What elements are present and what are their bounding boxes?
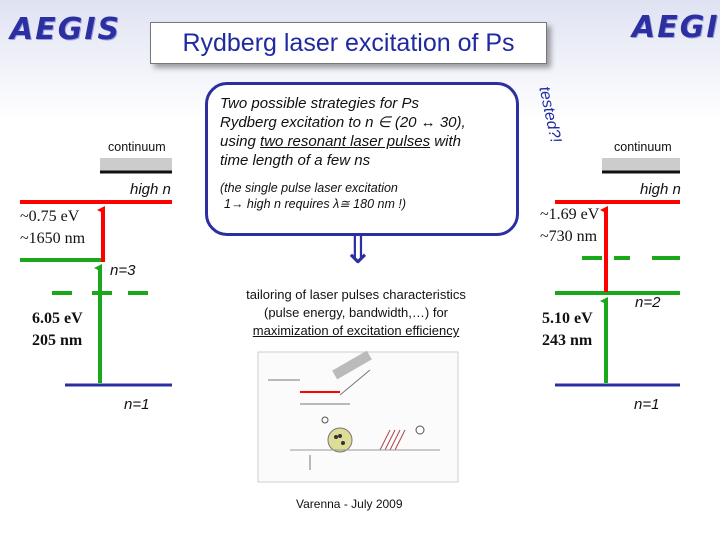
left-upper-energy: ~0.75 eV (20, 208, 80, 225)
tailoring-line-2: (pulse energy, bandwidth,…) for (263, 305, 449, 320)
left-continuum-label: continuum (108, 140, 166, 154)
right-lower-wavelength: 243 nm (542, 332, 593, 349)
note-line-2: 1→ high n requires λ≅ 180 nm !) (224, 197, 406, 211)
tailoring-text: tailoring of laser pulses characteristic… (216, 286, 496, 340)
right-upper-energy: ~1.69 eV (540, 206, 600, 223)
strategy-line-3a: using (220, 133, 261, 150)
strategy-line-3b: two resonant laser pulses (260, 133, 431, 150)
experiment-schematic-thumbnail (257, 350, 459, 483)
right-lower-energy: 5.10 eV (542, 310, 593, 327)
right-upper-wavelength: ~730 nm (540, 228, 598, 245)
tailoring-line-3: maximization of excitation efficiency (252, 323, 460, 338)
right-continuum-label: continuum (614, 140, 672, 154)
left-ground-label: n=1 (124, 396, 150, 413)
down-arrow-icon: ⇓ (342, 228, 374, 272)
note-line-1: (the single pulse laser excitation (220, 181, 398, 195)
strategy-line-3c: with (430, 133, 461, 150)
strategy-callout (205, 82, 519, 236)
strategy-line-2: Rydberg excitation to n ∈ (20 ↔ 30), (220, 114, 466, 131)
right-high-n-label: high n (640, 181, 681, 198)
left-upper-wavelength: ~1650 nm (20, 230, 86, 247)
left-upper-transition: ~0.75 eV ~1650 nm (20, 206, 85, 250)
right-ground-label: n=1 (634, 396, 660, 413)
left-lower-energy: 6.05 eV (32, 310, 83, 327)
right-upper-transition: ~1.69 eV ~730 nm (540, 204, 599, 248)
tailoring-line-1: tailoring of laser pulses characteristic… (246, 287, 466, 302)
left-lower-wavelength: 205 nm (32, 332, 83, 349)
footer-text: Varenna - July 2009 (296, 497, 403, 511)
right-n2-label: n=2 (635, 294, 661, 311)
left-continuum-band (100, 158, 172, 172)
strategy-line-1: Two possible strategies for Ps (220, 95, 419, 112)
single-pulse-note: (the single pulse laser excitation 1→ hi… (220, 180, 510, 212)
strategy-line-4: time length of a few ns (220, 152, 371, 169)
strategy-text: Two possible strategies for Ps Rydberg e… (220, 94, 520, 170)
aegis-logo-right: AEGIS (632, 10, 720, 45)
aegis-logo-left: AEGIS (10, 12, 122, 47)
right-continuum-band (602, 158, 680, 172)
strategy-line-3: using two resonant laser pulses with (220, 132, 520, 151)
left-lower-transition: 6.05 eV 205 nm (32, 308, 83, 352)
right-lower-transition: 5.10 eV 243 nm (542, 308, 593, 352)
left-n3-label: n=3 (110, 262, 136, 279)
left-high-n-label: high n (130, 181, 171, 198)
slide-title: Rydberg laser excitation of Ps (150, 22, 547, 64)
